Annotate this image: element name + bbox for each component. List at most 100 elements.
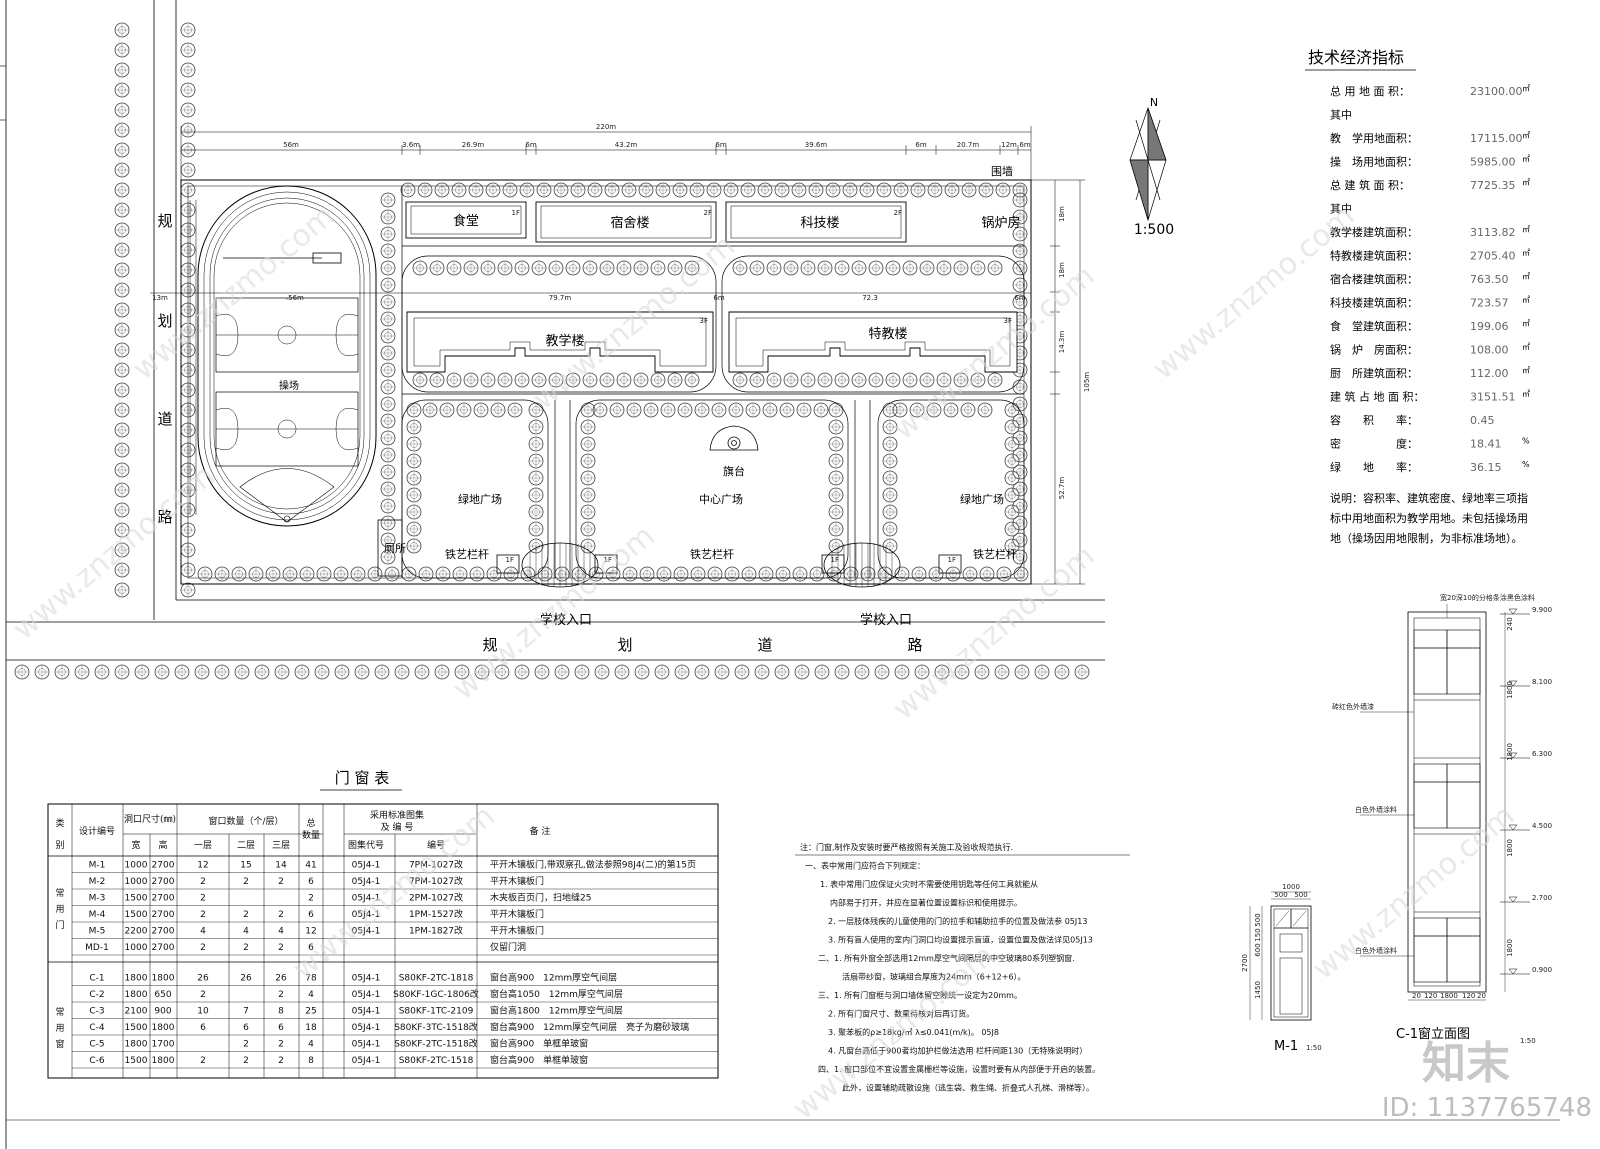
table-cell: S80KF-2TC-1518改 xyxy=(394,1038,478,1050)
tree-icon xyxy=(485,182,501,198)
note-line: 二、1. 所有外窗全部选用12mm厚空气间隔层的中空玻璃80系列塑钢窗. xyxy=(818,953,1075,963)
tree-icon xyxy=(851,260,867,276)
tree-icon xyxy=(406,504,422,520)
table-cell: 2 xyxy=(243,877,249,887)
tree-icon xyxy=(694,664,710,680)
tree-icon xyxy=(565,260,581,276)
tree-icon xyxy=(854,664,870,680)
tree-icon xyxy=(380,396,396,412)
tree-icon xyxy=(380,192,396,208)
table-cell: 2100 xyxy=(125,1007,148,1017)
note-line: 4. 凡窗台高低于900者均加护栏做法选用 栏杆间距130（无特殊说明时） xyxy=(828,1046,1087,1056)
table-cell: 1800 xyxy=(152,1023,175,1033)
table-cell: 7PM-1027改 xyxy=(409,859,463,871)
indicator-value: 0.45 xyxy=(1470,414,1495,427)
tree-icon xyxy=(754,664,770,680)
indicator-value: 108.00 xyxy=(1470,344,1509,357)
tree-icon xyxy=(174,664,190,680)
table-cell: 1800 xyxy=(125,990,148,1000)
tree-icon xyxy=(828,470,844,486)
north-buildings xyxy=(405,201,907,243)
indicator-label: 教 学用地面积： xyxy=(1330,131,1418,145)
tree-icon xyxy=(828,402,844,418)
entrance-gates xyxy=(496,542,962,588)
tree-icon xyxy=(828,504,844,520)
north-arrow-icon xyxy=(1129,106,1167,222)
watermark-text: www.znzmo.com xyxy=(886,258,1101,447)
indicator-label: 宿合楼建筑面积： xyxy=(1330,272,1418,286)
table-cell: C-5 xyxy=(89,1040,104,1050)
table-cell: 2 xyxy=(278,943,284,953)
table-cell: 2 xyxy=(278,990,284,1000)
road-bottom-char: 道 xyxy=(757,636,772,654)
table-cell: 窗台高900 单框单玻窗 xyxy=(490,1038,588,1050)
indicator-value: 18.41 xyxy=(1470,438,1502,451)
tree-icon xyxy=(114,502,130,518)
tree-icon xyxy=(114,82,130,98)
tree-icon xyxy=(654,664,670,680)
dim-text: 18m xyxy=(1058,262,1066,278)
tree-icon xyxy=(977,402,993,418)
tree-icon xyxy=(480,372,496,388)
m1-title: M-1 xyxy=(1274,1039,1298,1054)
indicator-row: 其中 xyxy=(1330,203,1352,216)
tree-icon xyxy=(114,42,130,58)
tree-icon xyxy=(1054,664,1070,680)
tree-icon xyxy=(114,262,130,278)
tree-icon xyxy=(962,566,978,582)
tree-icon xyxy=(446,372,462,388)
table-header: 二层 xyxy=(237,840,255,851)
indicator-label: 建 筑 占 地 面 积： xyxy=(1330,390,1424,404)
gate-floor-label: 1F xyxy=(831,556,839,564)
table-cell: 平开木镶板门 xyxy=(490,875,544,887)
tree-icon xyxy=(452,566,468,582)
tree-icon xyxy=(800,260,816,276)
tree-icon xyxy=(114,102,130,118)
tree-icon xyxy=(828,521,844,537)
tree-icon xyxy=(274,664,290,680)
tree-icon xyxy=(380,328,396,344)
road-left-char: 规 xyxy=(157,212,172,230)
tree-icon xyxy=(463,260,479,276)
tree-icon xyxy=(406,470,422,486)
tree-icon xyxy=(684,372,700,388)
tree-icon xyxy=(741,566,757,582)
indicator-unit: ㎡ xyxy=(1522,131,1530,140)
tree-icon xyxy=(885,260,901,276)
entrance-label: 学校入口 xyxy=(860,612,912,628)
tree-icon xyxy=(534,664,550,680)
tree-icon xyxy=(74,664,90,680)
tree-icon xyxy=(434,664,450,680)
tree-icon xyxy=(828,419,844,435)
table-cell: 15 xyxy=(240,861,251,871)
tree-icon xyxy=(834,664,850,680)
indicator-unit: ㎡ xyxy=(1522,296,1530,305)
table-cell: 2200 xyxy=(125,927,148,937)
indicators-title: 技术经济指标 xyxy=(1308,48,1404,67)
tree-icon xyxy=(1004,419,1020,435)
tree-icon xyxy=(634,664,650,680)
table-cell: 26 xyxy=(240,974,252,984)
indicator-value: 5985.00 xyxy=(1470,156,1516,169)
m1-dim: 500 xyxy=(1294,891,1307,899)
tree-icon xyxy=(724,566,740,582)
tree-icon xyxy=(851,372,867,388)
indicator-label: 食 堂建筑面积： xyxy=(1330,319,1418,333)
dim-text: 56m xyxy=(283,141,299,149)
table-header: 总 xyxy=(306,817,315,829)
table-header: 编号 xyxy=(427,839,445,851)
table-cell: 2700 xyxy=(152,894,175,904)
tree-icon xyxy=(825,182,841,198)
dim-text: 6m xyxy=(1019,141,1030,149)
table-cell: 2 xyxy=(243,910,249,920)
indicators-note-line: 地（操场因用地限制，为非标准场地）。 xyxy=(1330,531,1523,545)
table-cell: 2700 xyxy=(152,943,175,953)
tree-icon xyxy=(486,566,502,582)
c1-scale: 1:50 xyxy=(1520,1037,1536,1045)
table-cell: 平开木镶板门 xyxy=(490,925,544,937)
tree-icon xyxy=(817,260,833,276)
green-plaza-right-label: 绿地广场 xyxy=(960,492,1004,506)
